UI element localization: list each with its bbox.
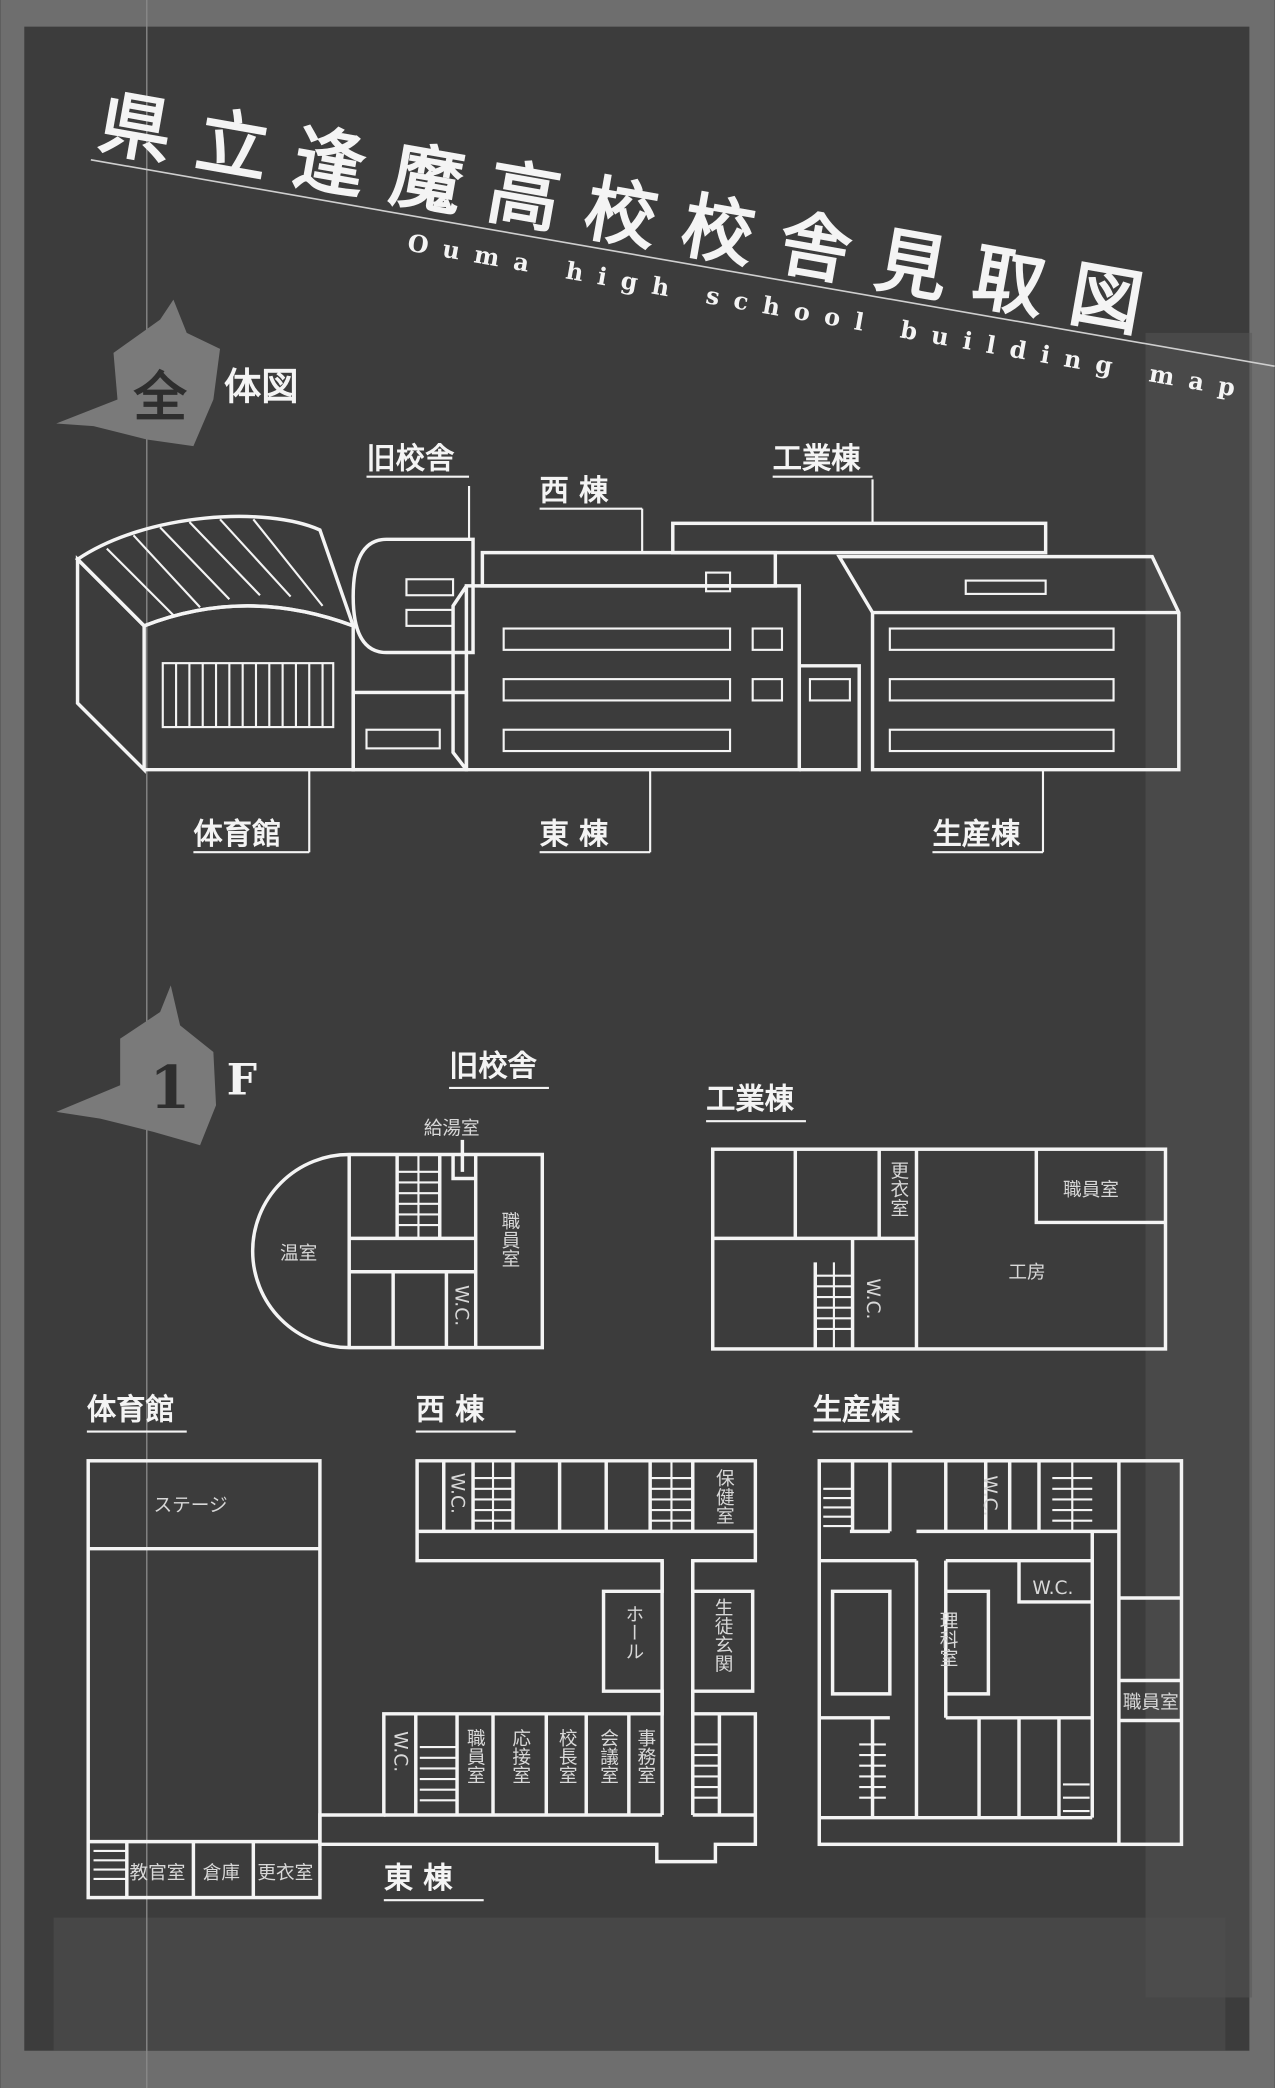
room-prod-staff: 職員室: [1123, 1692, 1179, 1713]
overview-drawing: [74, 475, 1181, 854]
prod-windows-3: [888, 728, 1115, 753]
plan-old-label: 旧校舎: [449, 1049, 538, 1083]
gym-stairs: [93, 1849, 127, 1880]
room-storage: 倉庫: [203, 1863, 240, 1884]
room-stage: ステージ: [153, 1495, 227, 1516]
floor-title: F: [227, 1056, 257, 1106]
prod-windows-2: [888, 678, 1115, 702]
plan-industrial-label: 工業棟: [706, 1082, 795, 1116]
east-windows-4: [751, 627, 784, 651]
old-walls: [347, 1139, 478, 1348]
room-ind-staff: 職員室: [1063, 1180, 1119, 1201]
roof-box: [705, 571, 732, 593]
ink-splatter: [56, 299, 221, 447]
room-east-staff: 職員室: [464, 1728, 485, 1784]
industrial-building: [671, 521, 1048, 555]
east-windows-2: [502, 678, 732, 702]
plan-gym-label: 体育館: [87, 1393, 175, 1427]
leader-lines: [308, 479, 1045, 853]
prod-outline: [817, 1459, 1184, 1847]
label-underlines: [193, 475, 1043, 854]
room-reception: 応接室: [509, 1728, 530, 1784]
prod-windows-1: [888, 627, 1115, 651]
room-old-wc: W.C.: [451, 1285, 472, 1326]
overview-heading: 全 体図: [56, 299, 299, 447]
room-entrance: 生徒玄関: [712, 1598, 733, 1673]
grunge-bottom: [53, 1917, 1226, 2051]
plan-old-school: [250, 1139, 545, 1350]
overview-label-gym: 体育館: [193, 817, 281, 851]
ind-stairs: [815, 1262, 853, 1349]
overview-label-production: 生産棟: [932, 817, 1021, 851]
overview-label-east: 東 棟: [540, 817, 609, 851]
room-hall: ホール: [622, 1605, 643, 1661]
plan-industrial: [711, 1147, 1168, 1351]
east-windows-3: [502, 728, 732, 753]
connector-windows: [808, 678, 851, 702]
gym-roof-stripes: [106, 518, 324, 616]
room-gym-locker: 更衣室: [257, 1863, 313, 1884]
old-building: [351, 537, 475, 655]
east-windows-1: [502, 627, 732, 651]
overview-label-west: 西 棟: [540, 474, 609, 508]
floor-mark: 1: [149, 1053, 190, 1122]
production-roof-box: [964, 579, 1047, 595]
room-old-staff: 職員室: [498, 1212, 519, 1268]
room-kettle: 給湯室: [424, 1119, 480, 1140]
overview-label-industrial: 工業棟: [773, 442, 862, 476]
room-office: 事務室: [634, 1728, 655, 1784]
room-meeting: 会議室: [597, 1728, 618, 1784]
plan-east-label: 東 棟: [384, 1861, 453, 1895]
east-windows-5: [751, 678, 784, 702]
link-windows: [365, 728, 441, 750]
connector: [799, 664, 861, 772]
ind-walls: [712, 1149, 1166, 1349]
production-building: [836, 554, 1181, 772]
overview-mark: 全: [132, 365, 187, 428]
overview-label-old: 旧校舎: [367, 442, 456, 476]
plan-production-label: 生産棟: [813, 1393, 902, 1427]
room-ind-wc: W.C.: [862, 1278, 883, 1319]
grunge-right: [1145, 332, 1253, 1998]
room-ind-locker: 更衣室: [887, 1161, 908, 1217]
room-prod-wc1: W.C.: [979, 1475, 1000, 1516]
old-windows-1: [405, 578, 455, 597]
plan-production: [817, 1459, 1184, 1847]
ink-splatter-1f: [56, 985, 217, 1146]
room-east-wc: W.C.: [389, 1731, 410, 1772]
title-underline: [90, 159, 1275, 367]
room-instructor: 教官室: [129, 1863, 185, 1884]
ind-outline: [711, 1147, 1168, 1351]
plan-west-label: 西 棟: [416, 1393, 485, 1427]
room-infirmary: 保健室: [713, 1469, 734, 1525]
gym-front: [143, 604, 355, 772]
prod-stairs: [823, 1460, 1093, 1818]
room-workshop: 工房: [1008, 1262, 1045, 1283]
room-greenhouse: 温室: [280, 1244, 317, 1265]
floor1-heading: 1 F: [56, 985, 257, 1146]
room-prod-wc2: W.C.: [1032, 1578, 1073, 1599]
room-science: 理科室: [937, 1611, 958, 1667]
gym-windows: [161, 662, 335, 729]
we-stairs: [419, 1460, 720, 1802]
we-outline: [318, 1459, 758, 1864]
room-west-wc: W.C.: [447, 1473, 468, 1514]
gym-window-bars: [175, 663, 324, 728]
old-outline: [250, 1152, 545, 1350]
plan-gym: [86, 1459, 322, 1900]
we-walls: [383, 1460, 756, 1817]
plan-west-east: [318, 1459, 758, 1864]
old-stairs: [397, 1154, 440, 1239]
gym-outline: [86, 1459, 322, 1900]
room-principal: 校長室: [556, 1728, 577, 1784]
overview-title: 体図: [224, 364, 299, 408]
